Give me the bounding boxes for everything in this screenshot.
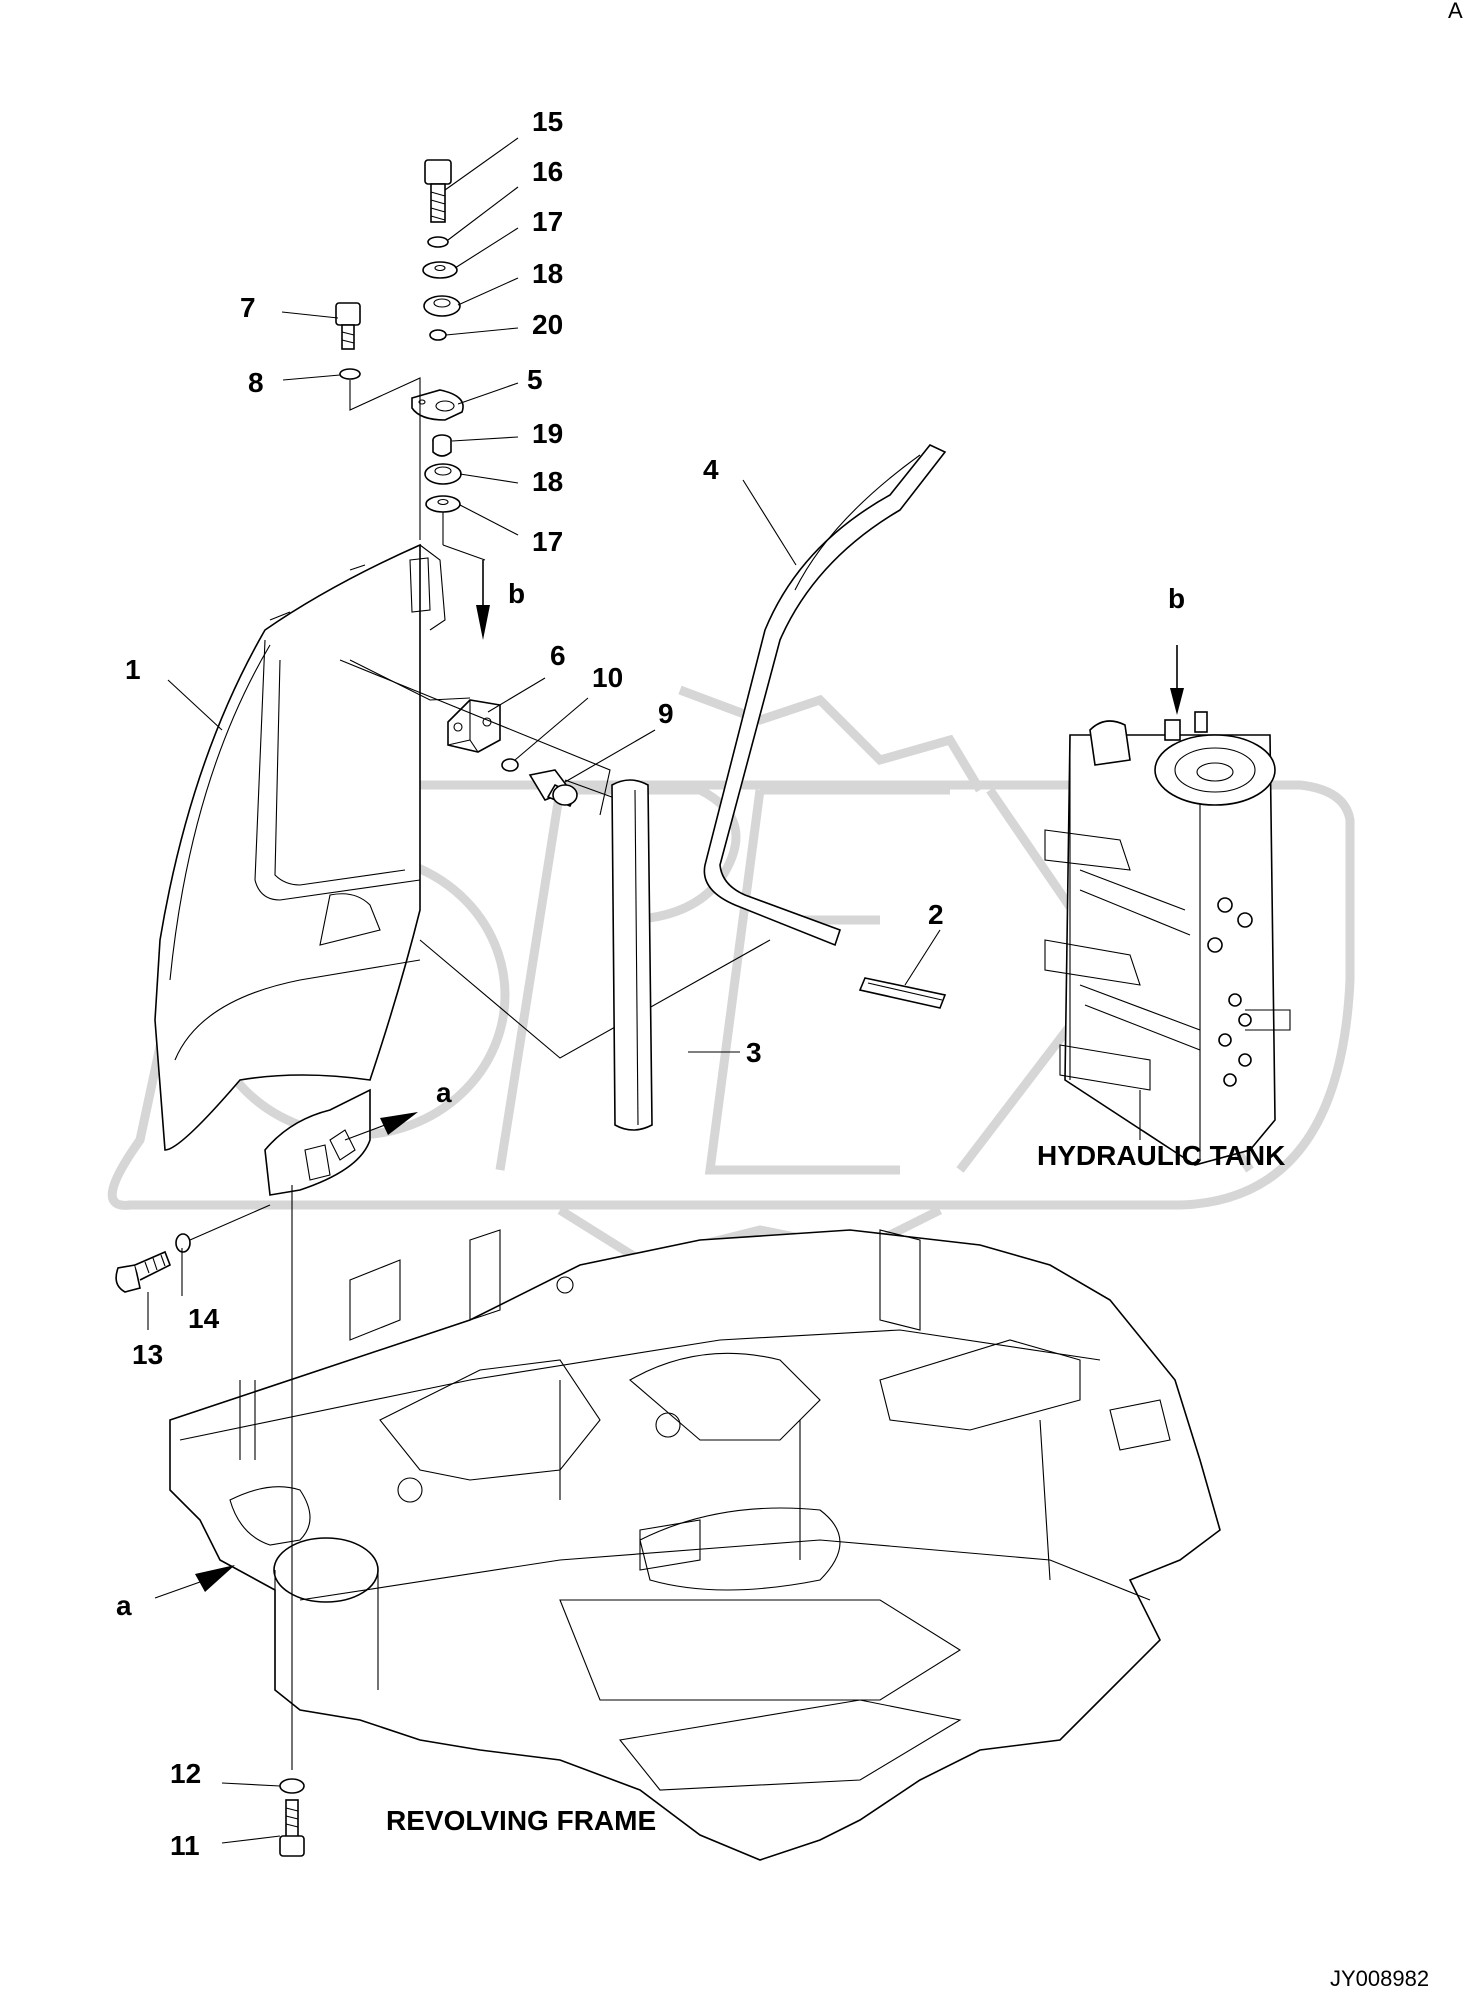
bolt-9 [528,769,578,808]
hydraulic-tank [1044,711,1291,1166]
washer-10 [501,758,519,772]
view-mark-a-upper: a [436,1077,452,1108]
leader-7-8-assembly [349,377,421,540]
callout-17-upper: 17 [532,206,563,237]
callout-15: 15 [532,106,563,137]
washer-17-lower [425,495,461,513]
washer-12 [279,1778,305,1794]
collar-19 [432,434,452,457]
callout-4: 4 [703,454,719,485]
callout-7: 7 [240,292,256,323]
callout-13: 13 [132,1339,163,1370]
ring-20 [429,329,447,341]
arrow-a-upper [344,1112,418,1141]
revolving-frame [169,1229,1221,1861]
bracket-6 [447,699,501,753]
corner-mark: A [1448,0,1463,23]
assembly-line-b [564,779,621,801]
caption-revolving-frame: REVOLVING FRAME [386,1805,656,1836]
assembly-line-c [419,939,771,1059]
callout-18-upper: 18 [532,258,563,289]
callout-3: 3 [746,1037,762,1068]
leader-lines [147,137,941,1844]
callout-20: 20 [532,309,563,340]
leader-13-14 [189,1204,271,1241]
callout-12: 12 [170,1758,201,1789]
arrow-a-lower [154,1565,235,1599]
callout-2: 2 [928,899,944,930]
washer-16 [427,236,449,248]
arrow-b-left [442,544,490,640]
strip-2 [858,977,947,1009]
bolt-11 [279,1799,305,1857]
washer-17-upper [422,261,458,279]
caption-hydraulic-tank: HYDRAULIC TANK [1037,1140,1285,1171]
callout-9: 9 [658,698,674,729]
molding-4 [703,444,947,947]
callout-5: 5 [527,364,543,395]
assembly-line-d [349,659,471,701]
callout-6: 6 [550,640,566,671]
washer-18-upper [423,295,461,317]
washer-14 [175,1233,191,1253]
washer-18-lower [424,463,462,485]
callout-8: 8 [248,367,264,398]
drawing-code: JY008982 [1330,1966,1429,1991]
callout-10: 10 [592,662,623,693]
view-mark-a-lower: a [116,1590,132,1621]
callout-11: 11 [170,1830,200,1861]
plate-5 [411,389,464,421]
bolt-13 [115,1250,172,1293]
part-1-cover [154,543,446,1196]
callout-14: 14 [188,1303,220,1334]
arrow-b-right [1170,645,1184,715]
bolt-15 [424,159,452,223]
callout-numbers: 15 16 17 18 20 5 19 18 17 7 8 6 10 9 1 4… [125,106,944,1861]
callout-19: 19 [532,418,563,449]
view-mark-b-left: b [508,578,525,609]
callout-1: 1 [125,654,141,685]
bolt-7 [335,302,361,350]
callout-16: 16 [532,156,563,187]
washer-8 [339,368,361,380]
callout-17-lower: 17 [532,526,563,557]
callout-18-lower: 18 [532,466,563,497]
seal-strip-3 [611,779,653,1131]
assembly-line-a [339,659,611,816]
view-mark-b-right: b [1168,583,1185,614]
